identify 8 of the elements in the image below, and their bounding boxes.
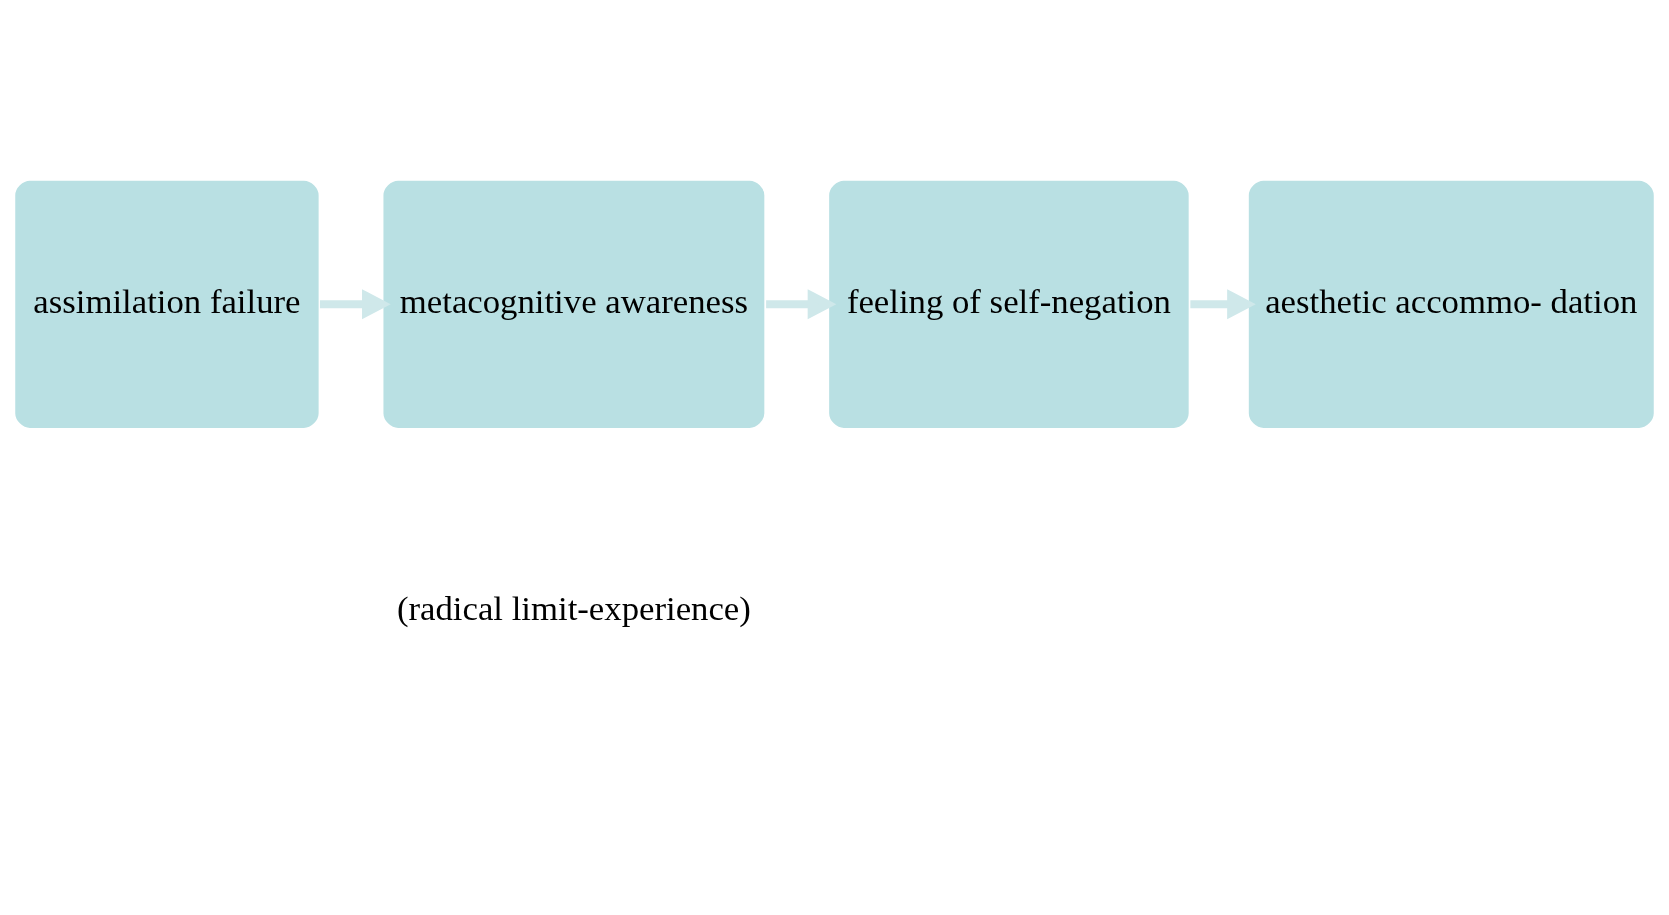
- arrow: [766, 288, 837, 319]
- arrow: [1190, 288, 1256, 319]
- node-box: assimilation failure: [12, 177, 322, 431]
- node-box: aesthetic accommo- dation: [1246, 177, 1657, 431]
- node-box: feeling of self-negation: [826, 177, 1192, 431]
- label: (radical limit-experience): [396, 588, 751, 628]
- node-box: metacognitive awareness: [380, 177, 767, 431]
- arrow: [319, 288, 391, 319]
